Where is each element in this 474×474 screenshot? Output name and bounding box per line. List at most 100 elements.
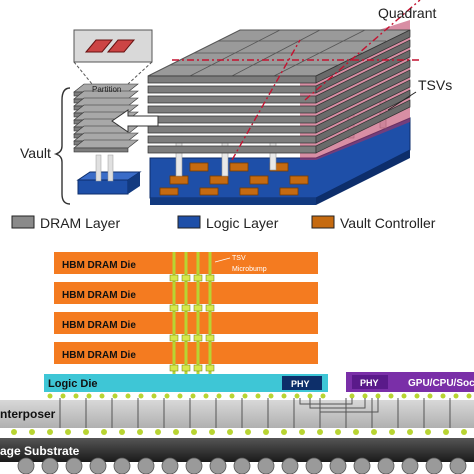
c4-bump (407, 429, 413, 435)
logic-bump (125, 393, 131, 399)
gpu-bump (401, 393, 407, 399)
dram-layer-front (147, 105, 317, 114)
tsv-columns (172, 252, 212, 374)
legend-label-dram: DRAM Layer (40, 215, 120, 231)
solder-ball (449, 457, 467, 474)
vault-label: Vault (20, 145, 51, 161)
c4-bump (191, 429, 197, 435)
logic-bump (320, 393, 326, 399)
solder-ball (257, 457, 275, 474)
tsv-column (172, 252, 176, 374)
microbump (181, 364, 191, 372)
c4-bump (425, 429, 431, 435)
tsv-column (196, 252, 200, 374)
logic-bump (229, 393, 235, 399)
solder-ball (137, 457, 155, 474)
phy-label-left: PHY (291, 379, 310, 389)
dram-layer-side (315, 49, 411, 104)
interposer-bumps (11, 393, 472, 435)
solder-ball (233, 457, 251, 474)
vault-layer-top (73, 139, 139, 149)
microbump (205, 334, 215, 342)
dram-layer-side (315, 89, 411, 144)
microbump (193, 334, 203, 342)
microbump (193, 364, 203, 372)
tsv-column (208, 252, 212, 374)
solder-ball (17, 457, 35, 474)
gpu-bump (453, 393, 459, 399)
microbump (169, 334, 179, 342)
dram-layer-front (147, 85, 317, 94)
c4-bump (101, 429, 107, 435)
microbump (193, 274, 203, 282)
c4-bump (353, 429, 359, 435)
legend-label-logic: Logic Layer (206, 215, 279, 231)
c4-bump (461, 429, 467, 435)
dram-layer-side (315, 79, 411, 134)
microbumps (169, 274, 215, 372)
c4-bump (281, 429, 287, 435)
legend: DRAM Layer Logic Layer Vault Controller (11, 215, 436, 231)
quadrant-lines (172, 0, 421, 161)
interposer-wire (299, 398, 353, 405)
interposer-wiring (59, 398, 451, 428)
c4-bump (155, 429, 161, 435)
logic-bump (73, 393, 79, 399)
vault-illustration (73, 83, 142, 195)
package-substrate (0, 438, 474, 462)
tsvs-label: TSVs (418, 77, 452, 93)
microbump (193, 304, 203, 312)
legend-swatch-logic (177, 215, 201, 229)
solder-ball (401, 457, 419, 474)
gpu-bump (427, 393, 433, 399)
logic-bump (294, 393, 300, 399)
vault-layer-front (73, 147, 129, 153)
phy-label-right: PHY (360, 378, 379, 388)
c4-bump (29, 429, 35, 435)
extract-arrow (111, 109, 159, 133)
c4-bump (11, 429, 17, 435)
microbump (205, 364, 215, 372)
c4-bump (371, 429, 377, 435)
gpu-bump (362, 393, 368, 399)
logic-bump (112, 393, 118, 399)
gpu-bump (414, 393, 420, 399)
dram-layers (147, 29, 411, 154)
microbump (181, 334, 191, 342)
solder-ball (209, 457, 227, 474)
c4-bump (227, 429, 233, 435)
microbump (181, 304, 191, 312)
logic-bump (138, 393, 144, 399)
solder-ball (425, 457, 443, 474)
tsv-label-pointer (214, 257, 231, 263)
legend-swatch-dram (11, 215, 35, 229)
logic-bump (255, 393, 261, 399)
phy-block-right (352, 375, 388, 389)
dram-layer-front (147, 95, 317, 104)
legend-label-vault-controller: Vault Controller (340, 215, 436, 231)
dram-layer-side (315, 69, 411, 124)
logic-die-label: Logic Die (48, 378, 98, 390)
logic-bump (190, 393, 196, 399)
gpu-bump (349, 393, 355, 399)
logic-die (44, 374, 328, 392)
logic-bump (86, 393, 92, 399)
solder-ball (305, 457, 323, 474)
c4-bump (209, 429, 215, 435)
vault-controllers (159, 162, 309, 196)
dram-layer-front (147, 125, 317, 134)
logic-bump (177, 393, 183, 399)
microbump (205, 304, 215, 312)
gpu-label: GPU/CPU/Soc (408, 378, 474, 389)
microbump (181, 274, 191, 282)
tsv-label: TSV (232, 255, 246, 262)
logic-bump (281, 393, 287, 399)
dram-layer-front (147, 135, 317, 144)
solder-ball (65, 457, 83, 474)
c4-bump (137, 429, 143, 435)
quadrant-label: Quadrant (378, 5, 436, 21)
dram-layer-side (315, 59, 411, 114)
solder-ball (185, 457, 203, 474)
microbump (169, 304, 179, 312)
